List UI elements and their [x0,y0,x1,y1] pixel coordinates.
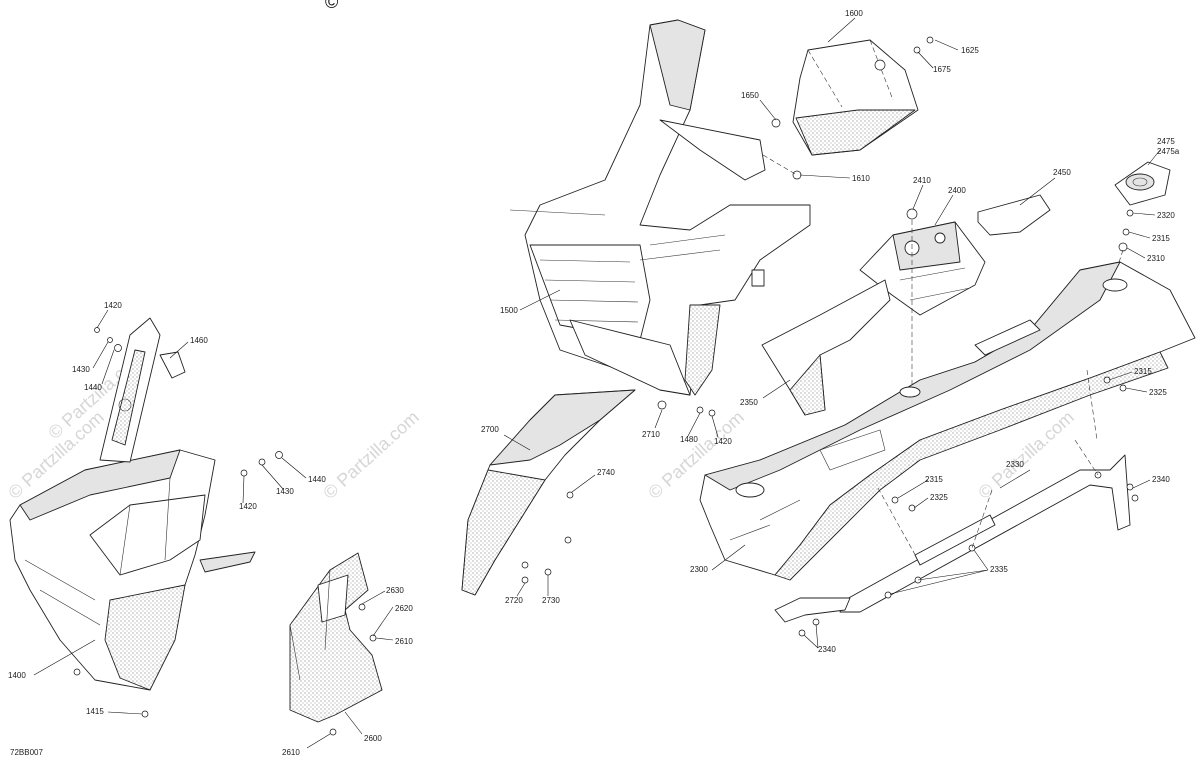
callout-1440: 1440 [84,383,102,392]
copyright-icon: © [325,0,339,12]
callout-2335: 2335 [990,565,1008,574]
callout-1440: 1440 [308,475,326,484]
leader-lines [33,17,1161,749]
callout-labels: 1420 1430 1440 1460 1400 1415 1420 1430 … [8,9,1180,757]
callout-2630: 2630 [386,586,404,595]
callout-2325: 2325 [930,493,948,502]
bracket-2700 [461,389,716,596]
callout-2720: 2720 [505,596,523,605]
document-code: 72BB007 [10,748,43,757]
callout-2610: 2610 [282,748,300,757]
callout-1675: 1675 [933,65,951,74]
callout-2710: 2710 [642,430,660,439]
callout-2320: 2320 [1157,211,1175,220]
callout-2310: 2310 [1147,254,1165,263]
callout-1625: 1625 [961,46,979,55]
callout-1500: 1500 [500,306,518,315]
watermark-2: © Partzilla.com [319,407,423,503]
callout-2600: 2600 [364,734,382,743]
trim-2350 [761,279,891,416]
callout-1420: 1420 [104,301,122,310]
callout-1600: 1600 [845,9,863,18]
callout-1650: 1650 [741,91,759,100]
callout-1400: 1400 [8,671,26,680]
cap-2475 [1109,161,1171,291]
callout-1420: 1420 [239,502,257,511]
side-panel-1400 [9,317,256,691]
callout-1420: 1420 [714,437,732,446]
callout-2300: 2300 [690,565,708,574]
callout-1610: 1610 [852,174,870,183]
callout-1415: 1415 [86,707,104,716]
callout-1480: 1480 [680,435,698,444]
callout-2340: 2340 [818,645,836,654]
callout-2350: 2350 [740,398,758,407]
callout-2400: 2400 [948,186,966,195]
bracket-2600 [289,552,383,736]
callout-2700: 2700 [481,425,499,434]
callout-2620: 2620 [395,604,413,613]
callout-2450: 2450 [1053,168,1071,177]
callout-2330: 2330 [1006,460,1024,469]
callout-1460: 1460 [190,336,208,345]
rail-2330 [774,439,1139,637]
callout-2315: 2315 [925,475,943,484]
hardware-1400-group [73,327,283,718]
callout-2610: 2610 [395,637,413,646]
callout-1430: 1430 [276,487,294,496]
callout-2325: 2325 [1149,388,1167,397]
callout-1430: 1430 [72,365,90,374]
body-2300 [699,261,1196,581]
callout-2475a: 2475a [1157,147,1180,156]
callout-2730: 2730 [542,596,560,605]
callout-2315: 2315 [1152,234,1170,243]
callout-2410: 2410 [913,176,931,185]
callout-2340: 2340 [1152,475,1170,484]
cover-1600 [762,36,934,180]
callout-2315: 2315 [1134,367,1152,376]
callout-2475: 2475 [1157,137,1175,146]
seat-frame-1500 [509,19,811,396]
callout-2740: 2740 [597,468,615,477]
console-2400 [859,208,986,385]
cover-2450 [977,194,1051,236]
